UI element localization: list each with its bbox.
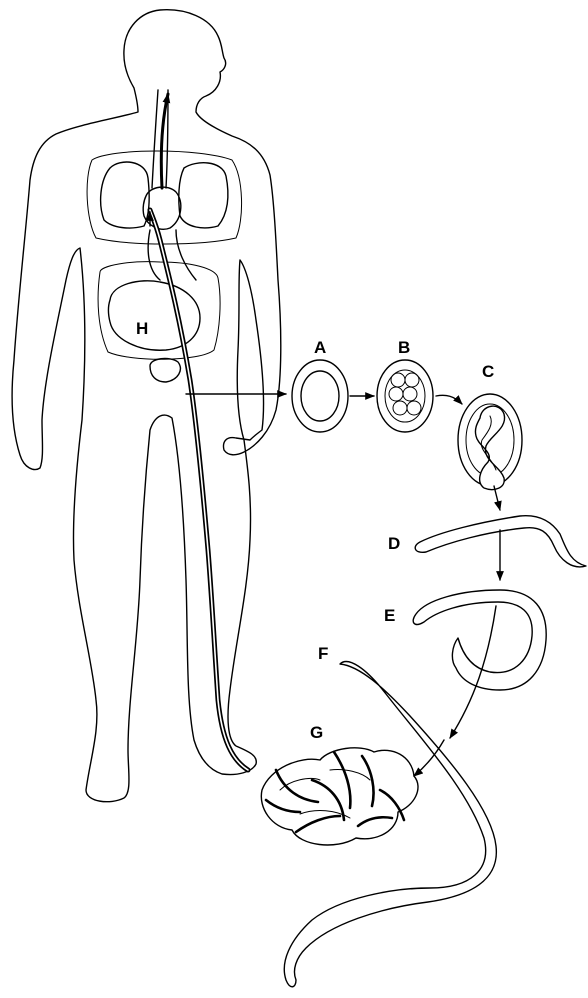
label-h: H: [136, 319, 148, 338]
label-e: E: [384, 606, 395, 625]
label-g: G: [310, 723, 323, 742]
egg-stage-a: [292, 360, 348, 432]
arrow-c-to-d: [494, 486, 500, 510]
human-body-outline: [12, 10, 281, 802]
internal-organs: [87, 90, 242, 382]
adult-worm-f: [284, 662, 496, 987]
egg-stage-b: [377, 360, 433, 432]
label-a: A: [314, 338, 326, 357]
label-c: C: [482, 362, 494, 381]
arrow-b-to-c: [436, 395, 462, 404]
label-d: D: [388, 534, 400, 553]
egg-stage-c: [458, 394, 522, 490]
soil-clump-g: [261, 748, 418, 845]
label-b: B: [398, 338, 410, 357]
label-f: F: [318, 644, 328, 663]
